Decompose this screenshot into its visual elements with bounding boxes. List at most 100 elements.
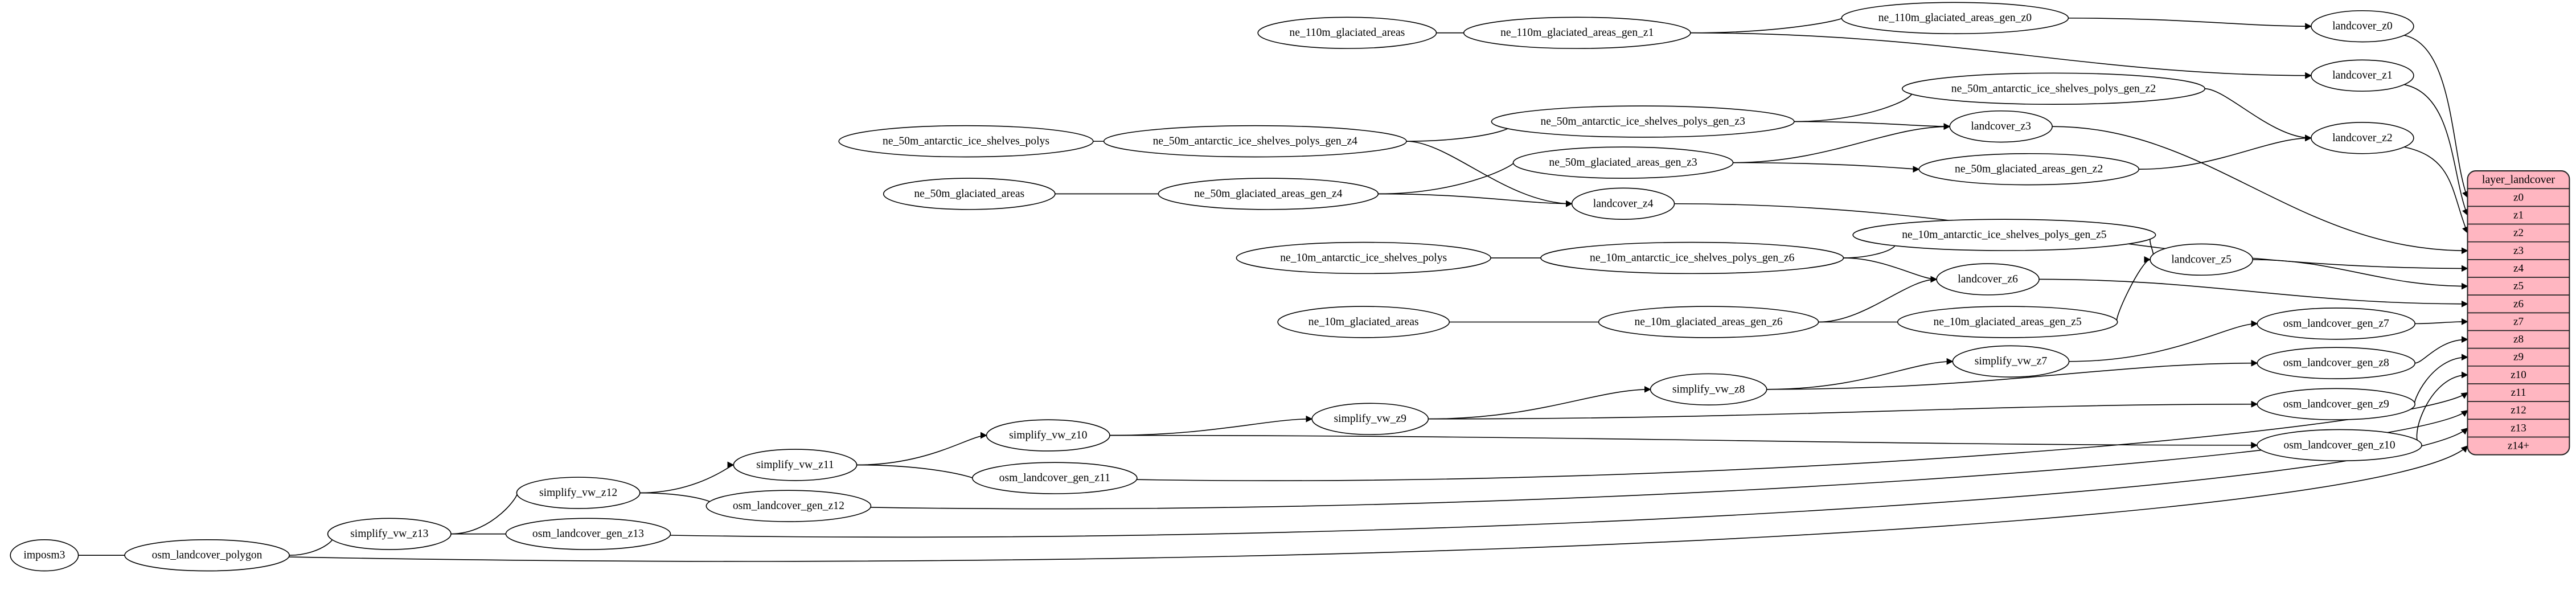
edge-ne_10m_glaciated_areas_gen_z6-to-landcover_z6 [1818,276,1938,323]
edge-ne_110m_glaciated_areas_gen_z1-to-landcover_z1 [1690,32,2312,79]
edge-ne_10m_glaciated_areas_gen_z5-to-landcover_z5 [2116,256,2151,323]
edge-ne_50m_glaciated_areas_gen_z4-to-landcover_z4 [1378,193,1573,207]
node-shape-landcover_z4 [1571,187,1675,220]
node-shape-osm_landcover_gen_z7 [2257,307,2416,340]
node-simplify_vw_z12: simplify_vw_z12 [516,477,641,509]
node-label-ne_110m_glaciated_areas_gen_z1: ne_110m_glaciated_areas_gen_z1 [1500,27,1654,39]
edge-ne_10m_antarctic_ice_shelves_polys_gen_z6-to-landcover_z6 [1843,257,1938,283]
edge-landcover_z2-to-layer-z2 [2404,146,2469,234]
node-osm_landcover_gen_z13: osm_landcover_gen_z13 [505,518,671,550]
edge-ne_50m_antarctic_ice_shelves_polys_gen_z3-to-ne_50m_antarctic_ice_shelves_polys_gen_z2 [1794,85,1913,122]
node-shape-landcover_z2 [2311,122,2414,154]
table-row-z13: z13 [2511,422,2526,434]
table-row-z11: z11 [2511,387,2526,399]
node-shape-ne_10m_antarctic_ice_shelves_polys [1236,241,1491,274]
node-label-simplify_vw_z12: simplify_vw_z12 [539,487,617,499]
edge-ne_50m_glaciated_areas_gen_z3-to-landcover_z3 [1733,123,1951,163]
node-label-ne_110m_glaciated_areas_gen_z0: ne_110m_glaciated_areas_gen_z0 [1878,12,2032,24]
edge-osm_landcover_gen_z13-to-layer-z13 [670,428,2468,538]
node-label-simplify_vw_z13: simplify_vw_z13 [350,528,428,540]
node-shape-ne_50m_glaciated_areas_gen_z2 [1918,153,2140,186]
node-label-osm_landcover_gen_z7: osm_landcover_gen_z7 [2283,318,2389,330]
edge-simplify_vw_z8-to-osm_landcover_gen_z8 [1766,359,2258,390]
node-ne_110m_glaciated_areas_gen_z0: ne_110m_glaciated_areas_gen_z0 [1841,2,2069,34]
node-shape-landcover_z0 [2311,10,2414,43]
node-shape-ne_50m_antarctic_ice_shelves_polys [838,125,1094,158]
node-shape-ne_110m_glaciated_areas [1257,17,1437,49]
table-row-z7: z7 [2513,315,2524,327]
node-label-landcover_z0: landcover_z0 [2332,20,2393,32]
table-row-z6: z6 [2513,298,2524,310]
edge-simplify_vw_z10-to-simplify_vw_z9 [1109,415,1313,436]
node-shape-simplify_vw_z13 [327,518,452,550]
node-landcover_z5: landcover_z5 [2150,243,2253,276]
node-ne_50m_antarctic_ice_shelves_polys_gen_z3: ne_50m_antarctic_ice_shelves_polys_gen_z… [1491,105,1795,138]
node-landcover_z6: landcover_z6 [1936,263,2040,296]
edge-ne_50m_antarctic_ice_shelves_polys_gen_z2-to-landcover_z2 [2205,88,2312,142]
node-label-osm_landcover_polygon: osm_landcover_polygon [152,550,262,561]
edge-simplify_vw_z12-to-osm_landcover_gen_z12 [639,492,714,510]
node-ne_10m_glaciated_areas_gen_z6: ne_10m_glaciated_areas_gen_z6 [1598,306,1819,338]
table-row-z9: z9 [2513,351,2524,363]
node-simplify_vw_z10: simplify_vw_z10 [986,419,1110,452]
edge-osm_landcover_gen_z7-to-layer-z7 [2415,318,2468,325]
node-ne_10m_glaciated_areas: ne_10m_glaciated_areas [1277,306,1450,338]
node-imposm3: imposm3 [10,539,79,572]
node-shape-osm_landcover_gen_z8 [2257,347,2416,379]
node-osm_landcover_gen_z7: osm_landcover_gen_z7 [2257,307,2416,340]
node-ne_10m_antarctic_ice_shelves_polys_gen_z5: ne_10m_antarctic_ice_shelves_polys_gen_z… [1852,219,2156,251]
node-shape-landcover_z5 [2150,243,2253,276]
node-shape-simplify_vw_z11 [733,449,858,481]
node-shape-ne_10m_glaciated_areas_gen_z6 [1598,306,1819,338]
node-label-ne_50m_glaciated_areas_gen_z2: ne_50m_glaciated_areas_gen_z2 [1955,163,2103,175]
node-shape-landcover_z1 [2311,59,2414,92]
node-osm_landcover_gen_z11: osm_landcover_gen_z11 [971,462,1138,494]
node-shape-simplify_vw_z8 [1650,373,1767,405]
table-row-z14+: z14+ [2508,440,2529,452]
edge-landcover_z5-to-layer-z5 [2253,259,2468,290]
edge-landcover_z6-to-layer-z6 [2039,278,2468,307]
node-label-ne_10m_antarctic_ice_shelves_polys_gen_z5: ne_10m_antarctic_ice_shelves_polys_gen_z… [1902,229,2107,241]
node-shape-osm_landcover_gen_z9 [2257,388,2416,420]
node-shape-ne_50m_glaciated_areas [883,178,1056,210]
edge-simplify_vw_z11-to-osm_landcover_gen_z11 [856,464,979,482]
edge-landcover_z0-to-layer-z0 [2404,35,2469,198]
edge-ne_50m_antarctic_ice_shelves_polys_gen_z3-to-landcover_z3 [1794,121,1951,130]
edge-osm_landcover_gen_z8-to-layer-z8 [2415,336,2468,364]
node-shape-ne_50m_antarctic_ice_shelves_polys_gen_z2 [1901,72,2206,105]
node-ne_50m_glaciated_areas: ne_50m_glaciated_areas [883,178,1056,210]
node-shape-landcover_z3 [1949,110,2053,143]
node-landcover_z0: landcover_z0 [2311,10,2414,43]
node-ne_10m_glaciated_areas_gen_z5: ne_10m_glaciated_areas_gen_z5 [1897,306,2118,338]
edge-osm_landcover_gen_z10-to-layer-z10 [2416,371,2468,446]
node-shape-ne_50m_glaciated_areas_gen_z4 [1158,178,1379,210]
edge-landcover_z3-to-layer-z3 [2052,126,2468,255]
node-shape-osm_landcover_gen_z13 [505,518,671,550]
node-label-simplify_vw_z7: simplify_vw_z7 [1975,355,2048,367]
node-ne_110m_glaciated_areas: ne_110m_glaciated_areas [1257,17,1437,49]
node-ne_50m_glaciated_areas_gen_z3: ne_50m_glaciated_areas_gen_z3 [1512,146,1734,179]
node-shape-ne_50m_glaciated_areas_gen_z3 [1512,146,1734,179]
node-shape-simplify_vw_z9 [1311,403,1429,435]
table-row-z4: z4 [2513,263,2524,274]
node-label-ne_50m_antarctic_ice_shelves_polys_gen_z2: ne_50m_antarctic_ice_shelves_polys_gen_z… [1951,83,2156,95]
table-row-z10: z10 [2511,369,2526,381]
node-label-osm_landcover_gen_z13: osm_landcover_gen_z13 [532,528,644,540]
node-shape-ne_10m_glaciated_areas_gen_z5 [1897,306,2118,338]
node-shape-ne_110m_glaciated_areas_gen_z1 [1463,17,1691,49]
edge-osm_landcover_polygon-to-simplify_vw_z13 [289,530,334,556]
edge-simplify_vw_z9-to-osm_landcover_gen_z9 [1428,400,2258,420]
node-simplify_vw_z8: simplify_vw_z8 [1650,373,1767,405]
table-row-z8: z8 [2513,334,2524,346]
node-label-simplify_vw_z8: simplify_vw_z8 [1672,383,1745,395]
node-landcover_z2: landcover_z2 [2311,122,2414,154]
node-label-landcover_z6: landcover_z6 [1958,273,2018,285]
node-shape-simplify_vw_z12 [516,477,641,509]
node-label-ne_50m_antarctic_ice_shelves_polys_gen_z3: ne_50m_antarctic_ice_shelves_polys_gen_z… [1540,116,1745,128]
edge-ne_50m_glaciated_areas_gen_z4-to-ne_50m_glaciated_areas_gen_z3 [1378,159,1520,195]
edge-ne_110m_glaciated_areas_gen_z0-to-landcover_z0 [2068,17,2312,30]
node-ne_50m_glaciated_areas_gen_z2: ne_50m_glaciated_areas_gen_z2 [1918,153,2140,186]
node-shape-osm_landcover_polygon [124,539,290,572]
node-label-ne_50m_glaciated_areas_gen_z4: ne_50m_glaciated_areas_gen_z4 [1194,188,1342,200]
